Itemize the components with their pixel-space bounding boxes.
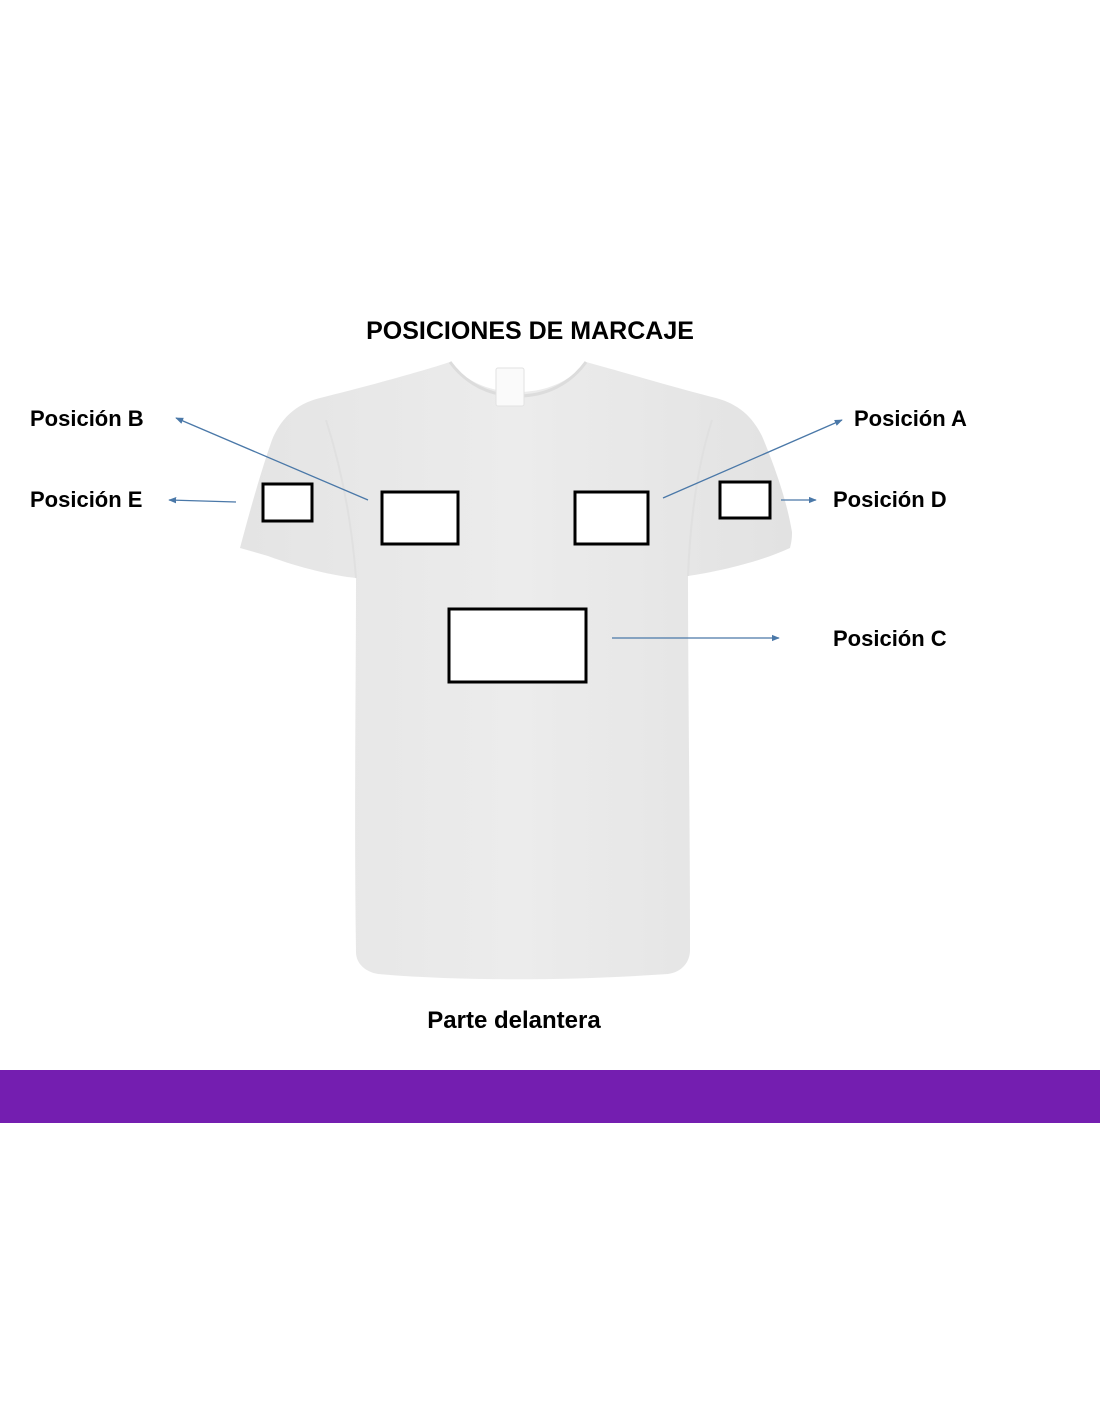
zone-box-a — [573, 490, 650, 546]
label-position-b: Posición B — [30, 406, 144, 431]
footer-color-band — [0, 1070, 1100, 1123]
diagram-title: POSICIONES DE MARCAJE — [366, 317, 694, 345]
label-position-c: Posición C — [833, 626, 947, 651]
left-sleeve-seam — [325, 419, 357, 579]
zone-box-d — [718, 480, 772, 520]
arrow-position-e — [168, 497, 237, 504]
arrow-position-b — [175, 417, 369, 501]
zone-box-e — [261, 482, 314, 523]
arrow-position-a — [662, 419, 843, 499]
view-caption: Parte delantera — [427, 1007, 601, 1034]
neck-label-icon — [495, 367, 525, 407]
label-position-a: Posición A — [854, 406, 967, 431]
right-sleeve-seam — [687, 419, 713, 577]
label-position-d: Posición D — [833, 487, 947, 512]
label-position-e: Posición E — [30, 487, 142, 512]
zone-box-c — [447, 607, 588, 684]
zone-box-b — [380, 490, 460, 546]
